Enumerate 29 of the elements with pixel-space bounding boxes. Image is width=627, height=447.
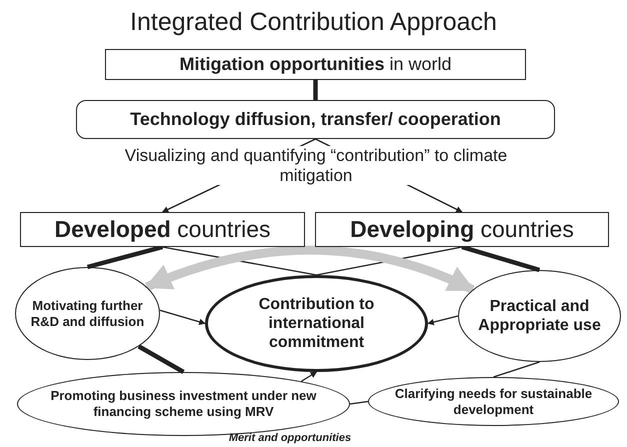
node-label: Developing countries bbox=[350, 216, 574, 244]
connector-line bbox=[162, 246, 317, 276]
caption-text: Merit and opportunities bbox=[228, 432, 352, 445]
rounded-box bbox=[76, 100, 555, 139]
arrow bbox=[144, 246, 476, 294]
process-box bbox=[315, 212, 609, 247]
node-label: Clarifying needs for sustainable development bbox=[394, 386, 594, 418]
node-label: Promoting business investment under new financing scheme using MRV bbox=[50, 388, 318, 420]
ellipse-node bbox=[15, 267, 160, 360]
connector-line bbox=[138, 344, 185, 374]
node-label: Contribution to international commitment bbox=[258, 294, 376, 352]
node-label: Practical and Appropriate use bbox=[477, 296, 602, 336]
ellipse-node bbox=[205, 275, 428, 372]
diagram-title: Integrated Contribution Approach bbox=[129, 8, 498, 37]
arrow bbox=[300, 371, 318, 382]
process-box bbox=[105, 49, 526, 80]
connector-line bbox=[350, 400, 368, 405]
ellipse-node bbox=[458, 270, 621, 362]
ellipse-node bbox=[368, 377, 619, 426]
connector-line bbox=[461, 244, 540, 272]
arrow bbox=[160, 310, 206, 325]
connector-line bbox=[86, 244, 164, 270]
node-label: Motivating further R&D and diffusion bbox=[30, 298, 146, 330]
arrow bbox=[427, 315, 458, 326]
process-box bbox=[20, 212, 305, 247]
connector-line bbox=[313, 80, 318, 100]
node-label: Technology diffusion, transfer/ cooperation bbox=[130, 108, 501, 130]
node-label: Mitigation opportunities in world bbox=[179, 54, 452, 76]
node-label: Developed countries bbox=[54, 216, 271, 244]
